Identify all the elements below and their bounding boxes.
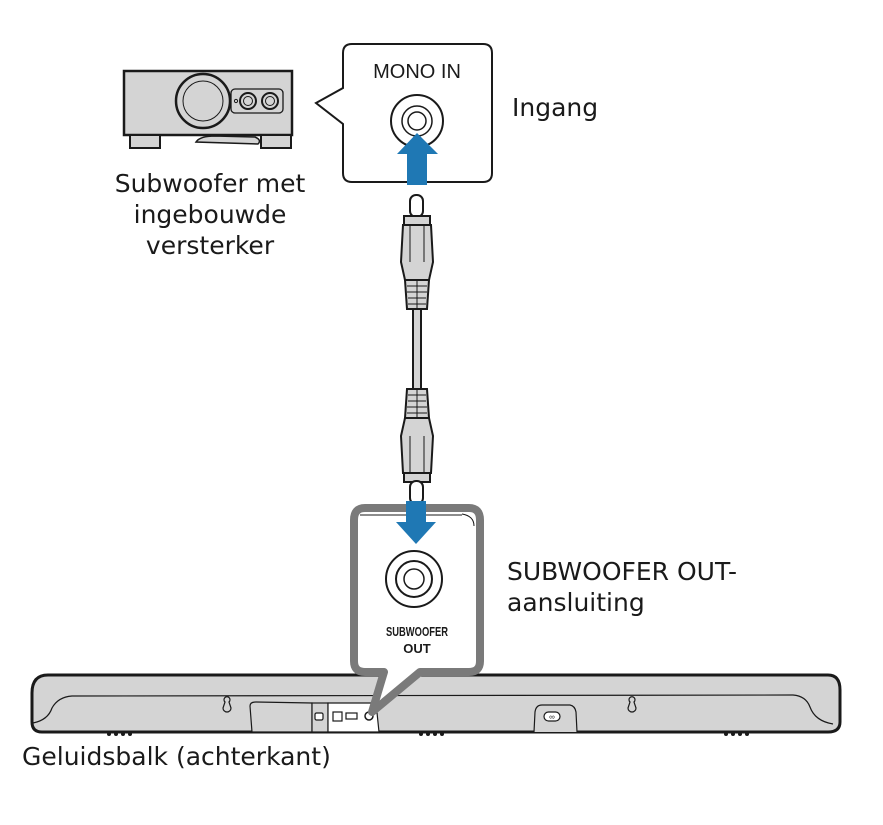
subwoofer-out-label-line1: SUBWOOFER: [386, 624, 448, 639]
rca-jack: [261, 92, 279, 110]
wall-mount-hole: [627, 696, 637, 713]
subwoofer-out-connector-label-line: aansluiting: [507, 588, 645, 617]
subwoofer-label-line: versterker: [145, 231, 275, 260]
mono-in-label: MONO IN: [373, 61, 461, 83]
arrow-down-icon: [396, 501, 436, 544]
mono-in-callout: MONO IN: [314, 43, 493, 183]
subwoofer-out-connector-label-line: SUBWOOFER OUT-: [507, 557, 737, 586]
cable: [412, 308, 422, 390]
speaker-cone: [174, 72, 232, 130]
soundbar: ∞: [30, 673, 842, 736]
rca-jack: [239, 92, 257, 110]
rca-plug-top: [399, 194, 435, 310]
rca-plug-bottom: [399, 388, 435, 505]
svg-text:∞: ∞: [549, 713, 555, 722]
subwoofer-out-jack: [385, 550, 443, 608]
subwoofer-label-line: Subwoofer met: [114, 169, 306, 198]
input-label: Ingang: [512, 93, 599, 122]
power-port: [543, 711, 561, 722]
subwoofer-label-line: ingebouwde: [133, 200, 287, 229]
optical-port: [332, 711, 343, 722]
wall-mount-hole: [222, 696, 232, 713]
subwoofer-out-connector-label: SUBWOOFER OUT- aansluiting: [507, 556, 737, 618]
subwoofer-label: Subwoofer met ingebouwde versterker: [110, 168, 310, 261]
hdmi-port: [314, 712, 324, 721]
subwoofer-device: [122, 69, 294, 149]
arrow-up-icon: [397, 133, 438, 185]
subwoofer-out-label-line2: OUT: [403, 641, 431, 656]
subwoofer-out-callout: SUBWOOFER OUT: [350, 504, 484, 716]
usb-port: [345, 712, 358, 720]
soundbar-label: Geluidsbalk (achterkant): [22, 742, 331, 771]
